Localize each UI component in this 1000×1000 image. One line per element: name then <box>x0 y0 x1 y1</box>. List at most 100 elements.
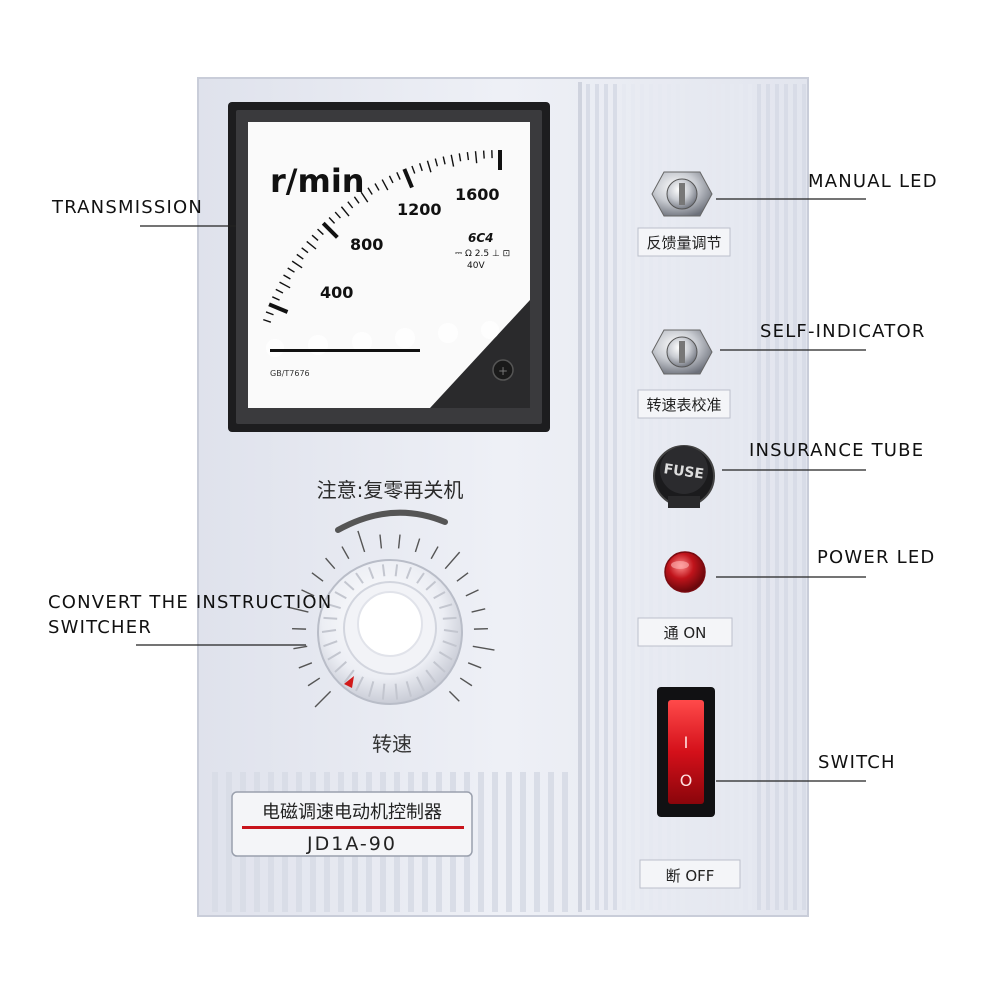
meter-tick <box>268 302 289 314</box>
meter-tick <box>411 165 416 174</box>
meter-tick <box>321 221 339 239</box>
meter-label-800: 800 <box>350 235 383 254</box>
rib <box>613 84 617 910</box>
dial-tick <box>459 677 473 687</box>
dial-tick <box>397 534 401 549</box>
dial-tick <box>293 645 308 650</box>
knob-ridge <box>394 564 399 577</box>
meter-tick <box>287 267 295 273</box>
meter-tick <box>442 156 446 165</box>
rib <box>604 84 608 910</box>
svg-text:电磁调速电动机控制器: 电磁调速电动机控制器 <box>262 802 442 823</box>
meter-tick <box>328 217 336 224</box>
meter-tick <box>367 187 373 195</box>
rib <box>784 84 788 910</box>
meter-tick <box>381 179 389 191</box>
meter-tick <box>466 152 470 161</box>
meter-tick <box>450 154 455 167</box>
rib <box>802 84 806 910</box>
meter-tick <box>402 168 414 189</box>
dial-tick <box>325 557 336 570</box>
knob-ridge <box>321 629 337 633</box>
meter-tick <box>388 175 394 184</box>
dial-tick <box>471 608 486 613</box>
knob-ridge <box>327 603 341 609</box>
rib <box>520 772 526 912</box>
dial-tick <box>307 677 321 687</box>
meter-tick <box>279 281 291 289</box>
knob-ridge <box>416 572 425 584</box>
rib <box>506 772 512 912</box>
svg-text:+: + <box>498 364 508 378</box>
rib <box>649 84 653 910</box>
knob-ridge <box>442 640 457 648</box>
callout-convert-line1: CONVERT THE INSTRUCTION <box>48 592 333 613</box>
dial-tick <box>301 589 315 597</box>
meter-tick <box>296 253 304 260</box>
knob-ridge <box>381 683 386 700</box>
knob-ridge <box>394 683 399 700</box>
power-switch[interactable]: I O <box>657 687 715 817</box>
rib <box>622 84 626 910</box>
meter-tick <box>263 318 272 323</box>
feedback-adjust-pot[interactable] <box>651 171 713 217</box>
rib <box>595 84 599 910</box>
knob-ridge <box>323 640 338 648</box>
meter-tick <box>396 171 401 180</box>
rib <box>721 84 725 910</box>
meter-tick <box>317 228 324 236</box>
meter-tick <box>275 288 284 294</box>
knob-ridge <box>443 629 459 633</box>
meter-tick <box>291 260 303 269</box>
callout-transmission: TRANSMISSION <box>52 197 204 218</box>
knob-ridge <box>438 651 453 661</box>
meter-tick <box>482 150 485 159</box>
knob-ridge <box>442 616 457 620</box>
callout-self-indicator: SELF-INDICATOR <box>760 321 926 342</box>
dial-tick <box>430 546 439 560</box>
rib <box>775 84 779 910</box>
knob-ridge <box>416 676 425 692</box>
meter-tick <box>301 247 309 254</box>
fuse-holder[interactable]: FUSE <box>653 445 715 508</box>
meter-label-1600: 1600 <box>455 185 500 204</box>
meter-label-400: 400 <box>320 283 353 302</box>
name-plate: 电磁调速电动机控制器 JD1A-90 <box>231 791 473 857</box>
knob-ridge <box>439 603 453 609</box>
rib <box>212 772 218 912</box>
meter-label-1200: 1200 <box>397 200 442 219</box>
dial-tick <box>456 572 469 582</box>
knob-ridge <box>343 669 355 684</box>
calibration-pot[interactable] <box>651 329 713 375</box>
rib <box>492 772 498 912</box>
meter-tick <box>283 274 291 280</box>
meter-spec: ⎓ Ω 2.5 ⊥ ⊡ <box>455 249 510 259</box>
knob-ridge <box>405 566 412 580</box>
dial-tick <box>286 606 309 613</box>
speed-knob[interactable] <box>317 559 463 705</box>
rib <box>478 772 484 912</box>
svg-text:O: O <box>680 771 693 790</box>
meter-tick <box>426 160 432 173</box>
dial-tick <box>357 530 366 553</box>
off-label: 断 OFF <box>666 867 715 885</box>
rib <box>226 772 232 912</box>
power-led <box>664 551 706 593</box>
callout-lines <box>136 198 866 782</box>
meter-voltage: 40V <box>467 261 485 271</box>
meter-tick <box>271 296 280 301</box>
dial-tick <box>414 538 421 553</box>
rib <box>739 84 743 910</box>
dial-tick <box>341 546 350 560</box>
callout-insurance-tube: INSURANCE TUBE <box>749 440 925 461</box>
rib <box>793 84 797 910</box>
callout-manual-led: MANUAL LED <box>808 171 938 192</box>
dial-arc-mark <box>335 509 448 533</box>
warning-text: 注意:复零再关机 <box>317 478 464 502</box>
svg-text:JD1A-90: JD1A-90 <box>306 833 397 855</box>
knob-ridge <box>433 591 446 600</box>
callout-switch: SWITCH <box>818 752 896 773</box>
callout-convert-line2: SWITCHER <box>48 617 153 638</box>
on-label: 通 ON <box>664 624 707 642</box>
meter-tick <box>265 311 274 316</box>
